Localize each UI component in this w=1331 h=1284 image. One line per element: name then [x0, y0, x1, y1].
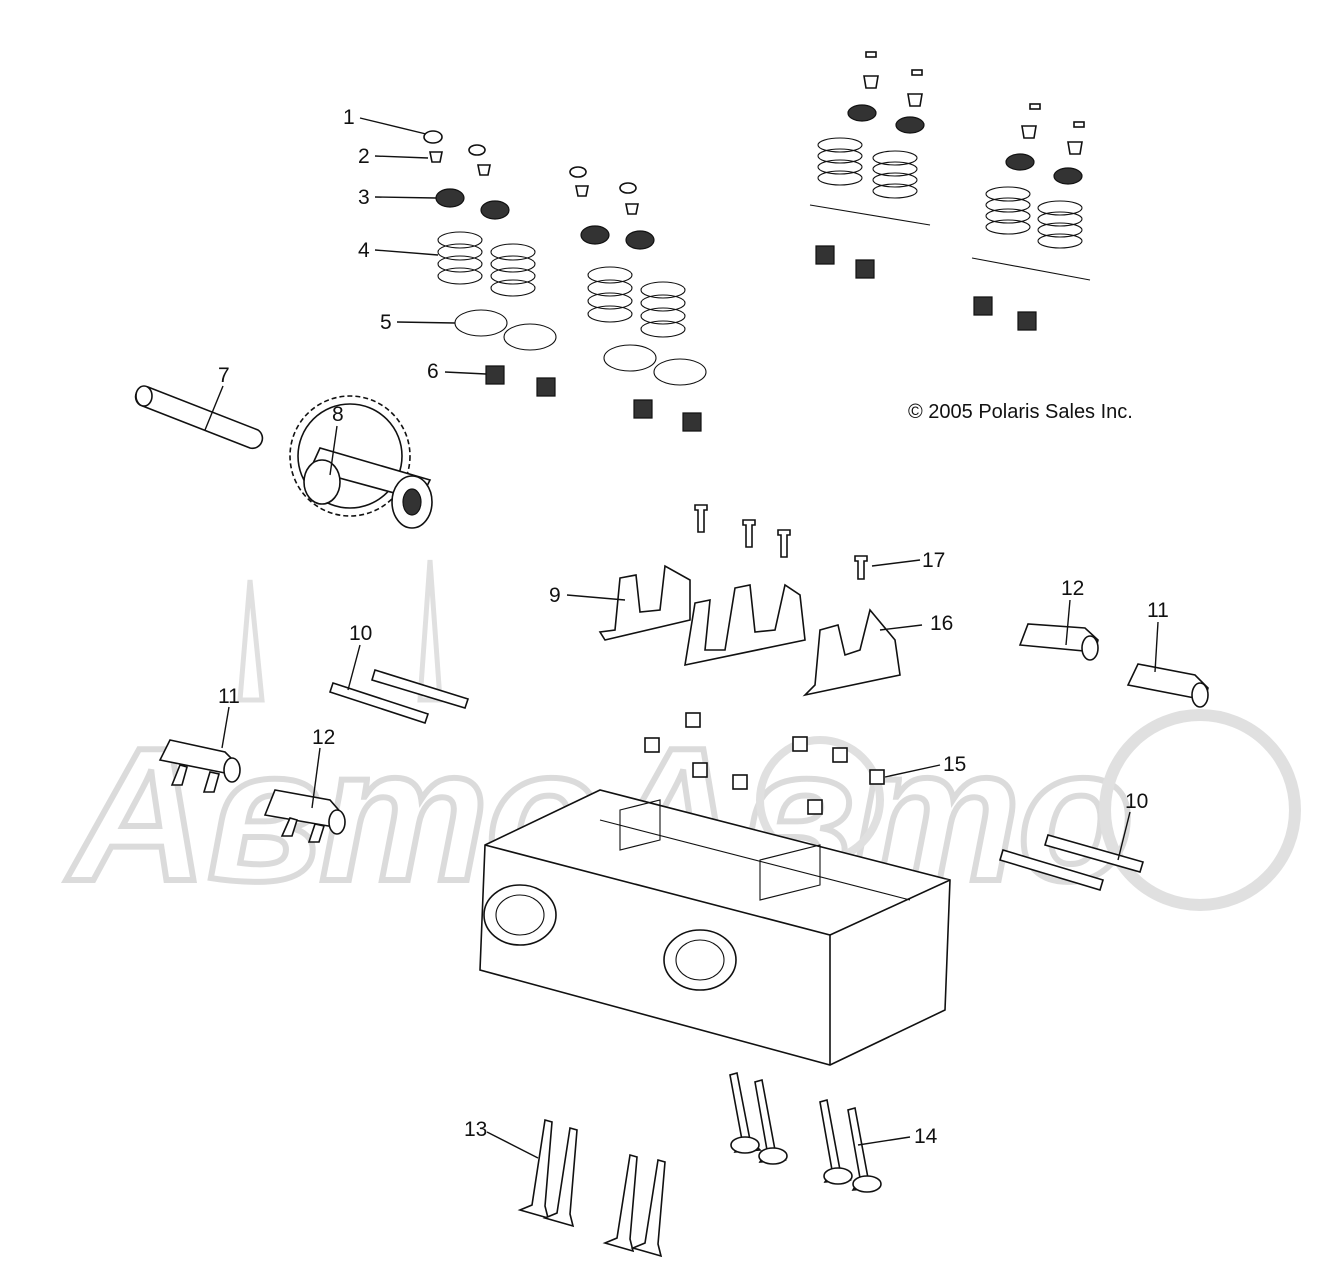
lifters-15 [644, 712, 885, 815]
callout-3: 3 [358, 186, 370, 209]
rocker-supports [598, 564, 901, 697]
valves-14 [729, 1071, 882, 1193]
callout-17: 17 [922, 549, 945, 572]
valve-train-right-1 [809, 51, 931, 279]
callout-8: 8 [332, 403, 344, 426]
valve-train-middle [569, 166, 707, 432]
callout-15: 15 [943, 753, 966, 776]
callouts: 1 2 3 4 5 6 7 8 9 10 10 11 11 12 12 13 1… [218, 106, 1169, 1148]
callout-2: 2 [358, 145, 370, 168]
callout-11-left: 11 [218, 685, 240, 708]
rocker-arm-11-right [1126, 663, 1209, 708]
pin-7 [134, 385, 264, 450]
callout-11-right: 11 [1147, 599, 1169, 622]
valves-13 [517, 1118, 666, 1258]
copyright: © 2005 Polaris Sales Inc. [908, 401, 1133, 423]
callout-14: 14 [914, 1125, 938, 1148]
valve-train-right-2 [971, 103, 1091, 331]
cylinder-head [479, 789, 951, 1066]
callout-5: 5 [380, 311, 392, 334]
callout-1: 1 [343, 106, 355, 129]
callout-4: 4 [358, 239, 370, 262]
callout-6: 6 [427, 360, 439, 383]
callout-13: 13 [464, 1118, 487, 1141]
rocker-arm-12-left [263, 789, 346, 843]
leader-lines [204, 117, 1159, 1159]
watermark-wheel [1099, 709, 1301, 911]
callout-10-right: 10 [1125, 790, 1148, 813]
callout-10-left: 10 [349, 622, 372, 645]
callout-12-left: 12 [312, 726, 335, 749]
valve-train-left [423, 130, 557, 397]
bolts-17 [694, 504, 868, 580]
shafts-10-left [328, 668, 470, 725]
callout-9: 9 [549, 584, 561, 607]
callout-12-right: 12 [1061, 577, 1084, 600]
shafts-10-right [999, 834, 1144, 891]
rocker-arm-12-right [1018, 623, 1099, 661]
callout-16: 16 [930, 612, 953, 635]
rocker-arm-11-left [158, 739, 241, 793]
camshaft-8 [289, 395, 433, 529]
callout-7: 7 [218, 364, 230, 387]
